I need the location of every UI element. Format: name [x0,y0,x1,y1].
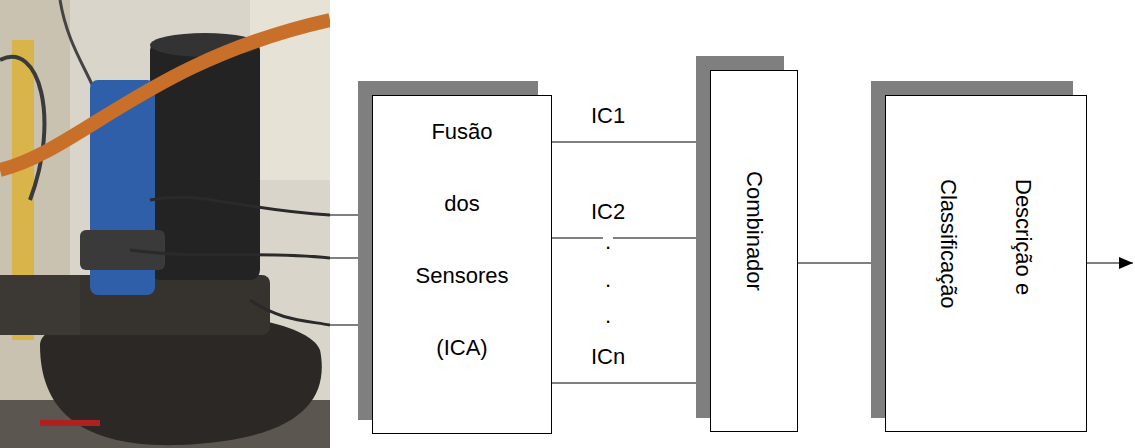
output-arrow [1087,262,1133,263]
flow-arrow [798,262,885,263]
orange-hose [0,20,330,170]
sensor-housing [80,230,165,270]
pump-bracket [0,275,80,335]
lab-background [0,0,330,448]
node-label: Descrição e Classificação [911,179,1061,349]
tool [40,420,100,426]
sensor-wire [330,258,372,259]
signal-name: IC2 [589,200,627,224]
signal-name: ICn [589,345,627,369]
ellipsis-dot: . [603,304,613,328]
signal-name: IC1 [589,104,627,128]
signal-line [552,382,710,383]
node-label: Fusão dos Sensores (ICA) [416,96,509,384]
signal-line [552,237,710,238]
sensor-cable [150,197,330,215]
sensor-wire [330,325,372,326]
sensor-cable [130,250,330,258]
signal-line [552,141,710,142]
fusion-box: Fusão dos Sensores (ICA) [372,95,552,434]
sensor-cable [250,300,330,325]
combiner-box: Combinador [710,70,798,432]
pump-photo [0,0,330,448]
node-label: Combinador [741,171,767,291]
ellipsis-dot: . [603,230,613,254]
ellipsis-dot: . [603,268,613,292]
hanging-cable [0,57,44,200]
classification-box: Descrição e Classificação [885,95,1087,432]
sensor-wire [330,215,372,216]
